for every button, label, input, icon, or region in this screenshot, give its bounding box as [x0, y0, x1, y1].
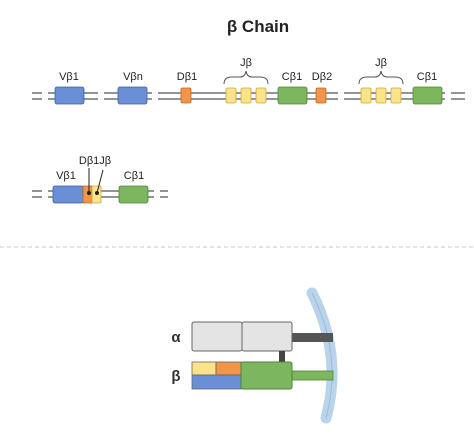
beta-chain-label: β: [171, 368, 180, 385]
vbn-label: Vβn: [123, 71, 143, 83]
cb1-label-2: Cβ1: [417, 71, 437, 83]
beta-constant-domain: [240, 361, 293, 390]
jb-group1-label: Jβ: [240, 57, 252, 69]
jb-segment: [375, 87, 387, 104]
jb-segment: [240, 87, 252, 104]
jb-segment: [255, 87, 267, 104]
jb-brace-1: [223, 70, 269, 85]
rearranged-db1-segment: [82, 185, 93, 204]
vbn-segment: [117, 86, 148, 105]
rearranged-dna-breaks: [42, 187, 160, 201]
cell-membrane: [306, 287, 338, 424]
rearranged-cb1-label: Cβ1: [124, 170, 144, 182]
beta-transmembrane-tail: [290, 370, 334, 381]
alpha-chain-label: α: [171, 329, 181, 346]
db2-label: Dβ2: [312, 71, 332, 83]
alpha-transmembrane-tail: [291, 333, 333, 342]
db1-pointer-dot: [87, 191, 91, 195]
germline-dna-breaks: [42, 89, 451, 103]
jb-group2-label: Jβ: [375, 57, 387, 69]
beta-v-region: [191, 374, 242, 390]
tcr-receptor: α β: [171, 287, 338, 424]
db1-label: Dβ1: [177, 71, 197, 83]
alpha-variable-domain: [191, 321, 243, 352]
rearranged-vb1-segment: [52, 185, 84, 204]
vb1-label: Vβ1: [59, 71, 79, 83]
cb1-label: Cβ1: [282, 71, 302, 83]
rearranged-cb1-segment: [118, 185, 149, 204]
jb-segment: [360, 87, 372, 104]
rearranged-vb1-label: Vβ1: [56, 170, 76, 182]
disulfide-bridge: [279, 351, 285, 362]
cell-membrane-edge: [311, 292, 333, 419]
germline-locus: Vβ1 Vβn Dβ1 Jβ Cβ1 Dβ2 Jβ Cβ1: [32, 57, 465, 105]
vb1-segment: [54, 86, 85, 105]
rearranged-dj-label: Dβ1Jβ: [79, 155, 111, 167]
db2-segment: [315, 87, 327, 104]
jb-pointer: [96, 169, 104, 194]
jb-brace-2: [358, 70, 404, 85]
beta-d-region: [215, 361, 242, 376]
rearranged-locus: Vβ1 Dβ1Jβ Cβ1: [32, 155, 168, 204]
alpha-constant-domain: [241, 321, 293, 352]
db1-segment: [180, 87, 192, 104]
cb1-segment-2: [412, 86, 443, 105]
jb-segment: [225, 87, 237, 104]
beta-j-region: [191, 361, 217, 376]
diagram-title: β Chain: [227, 17, 289, 36]
jb-segment: [390, 87, 402, 104]
cb1-segment: [277, 86, 308, 105]
jb-pointer-dot: [95, 191, 99, 195]
